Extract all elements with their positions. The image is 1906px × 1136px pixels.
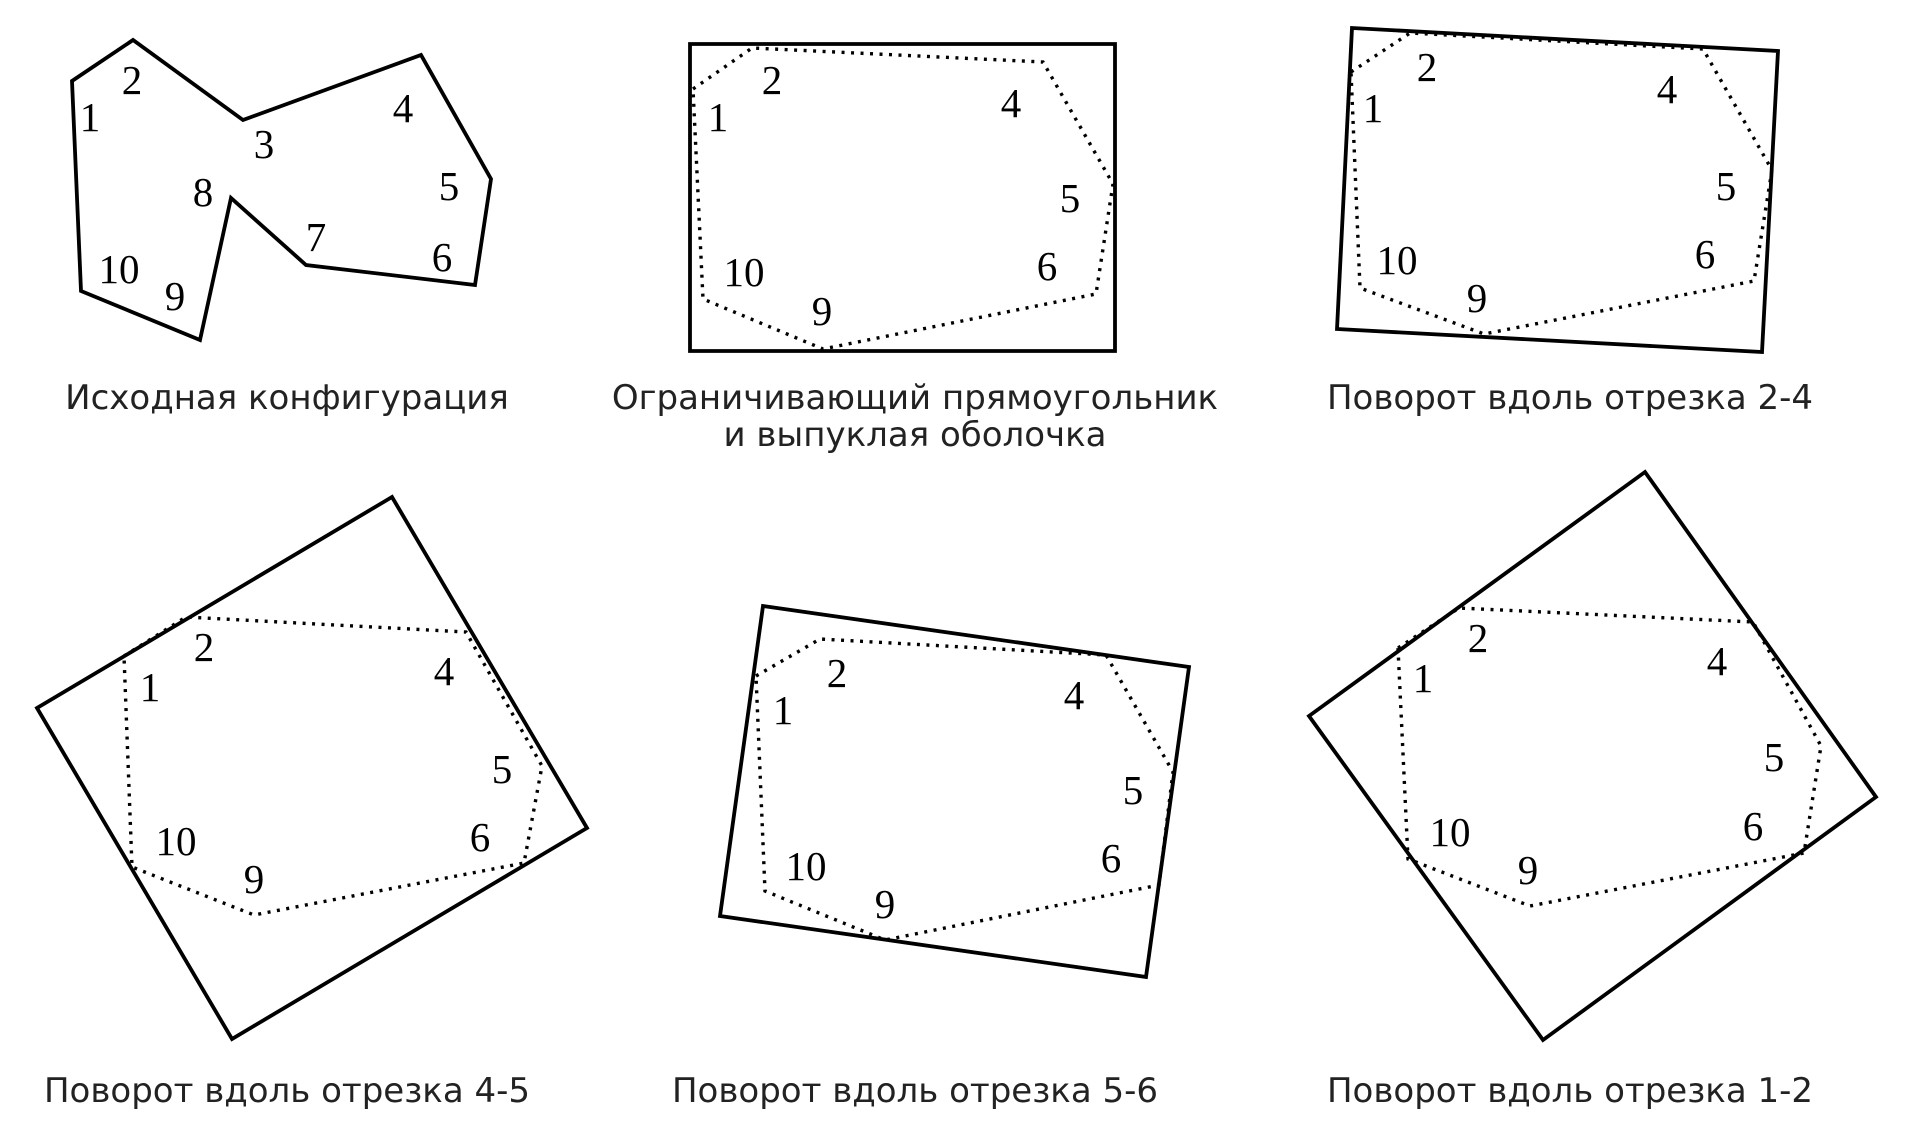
vertex-label-9: 9 [165, 273, 186, 319]
vertex-label-5: 5 [1764, 734, 1785, 780]
caption-line-2: и выпуклая оболочка [723, 415, 1106, 455]
caption-line-1: Поворот вдоль отрезка 4-5 [44, 1071, 530, 1111]
bounding-rectangle [717, 603, 1192, 980]
convex-hull [754, 637, 1175, 942]
vertex-label-1: 1 [708, 94, 729, 140]
caption-line-1: Ограничивающий прямоугольник [612, 378, 1218, 418]
vertex-label-2: 2 [194, 624, 215, 670]
vertex-label-2: 2 [1417, 44, 1438, 90]
vertex-label-6: 6 [1695, 231, 1716, 277]
vertex-label-4: 4 [1001, 80, 1022, 126]
panel-rotation-4-5: 1 2 4 5 6 9 10 Поворот вдоль отрезка 4-5 [34, 494, 590, 1111]
vertex-label-2: 2 [827, 650, 848, 696]
vertex-label-9: 9 [875, 881, 896, 927]
caption-line-1: Поворот вдоль отрезка 2-4 [1327, 378, 1813, 418]
vertex-label-6: 6 [470, 814, 491, 860]
vertex-label-9: 9 [244, 856, 265, 902]
vertex-label-6: 6 [1037, 243, 1058, 289]
vertex-label-9: 9 [1467, 275, 1488, 321]
vertex-label-5: 5 [1060, 175, 1081, 221]
vertex-label-1: 1 [1413, 655, 1434, 701]
vertex-label-5: 5 [1123, 767, 1144, 813]
convex-hull [1396, 606, 1823, 908]
vertex-label-4: 4 [1064, 672, 1085, 718]
caption-line-1: Поворот вдоль отрезка 5-6 [672, 1071, 1158, 1111]
vertex-label-5: 5 [492, 746, 513, 792]
bounding-rectangle [688, 42, 1117, 353]
vertex-label-4: 4 [1657, 66, 1678, 112]
panel-rotation-1-2: 1 2 4 5 6 9 10 Поворот вдоль отрезка 1-2 [1306, 469, 1879, 1111]
vertex-label-4: 4 [393, 85, 414, 131]
vertex-label-4: 4 [1707, 638, 1728, 684]
vertex-label-1: 1 [140, 664, 161, 710]
vertex-label-10: 10 [786, 843, 827, 889]
bounding-rectangle [1306, 469, 1879, 1043]
vertex-label-2: 2 [122, 57, 143, 103]
vertex-label-10: 10 [99, 246, 140, 292]
vertex-label-9: 9 [812, 288, 833, 334]
bounding-rectangle [1335, 25, 1780, 354]
vertex-label-9: 9 [1518, 847, 1539, 893]
vertex-label-10: 10 [1377, 237, 1418, 283]
vertex-label-3: 3 [254, 121, 275, 167]
vertex-label-10: 10 [156, 818, 197, 864]
vertex-label-6: 6 [1743, 803, 1764, 849]
vertex-label-5: 5 [439, 163, 460, 209]
vertex-label-1: 1 [1363, 85, 1384, 131]
panel-rotation-2-4: 1 2 4 5 6 9 10 Поворот вдоль отрезка 2-4 [1327, 25, 1813, 418]
bounding-rectangle [34, 494, 590, 1042]
original-polygon [70, 37, 493, 343]
vertex-label-7: 7 [306, 214, 327, 260]
convex-hull [1349, 31, 1774, 336]
convex-hull [691, 46, 1115, 351]
vertex-label-5: 5 [1716, 163, 1737, 209]
caption-line-1: Исходная конфигурация [65, 378, 509, 418]
panel-rotation-5-6: 1 2 4 5 6 9 10 Поворот вдоль отрезка 5-6 [672, 603, 1192, 1111]
vertex-label-6: 6 [1101, 835, 1122, 881]
vertex-label-10: 10 [1430, 809, 1471, 855]
panel-bounding-rectangle: 1 2 4 5 6 9 10 Ограничивающий прямоуголь… [612, 42, 1218, 455]
vertex-label-1: 1 [80, 94, 101, 140]
vertex-label-2: 2 [1468, 615, 1489, 661]
vertex-label-1: 1 [773, 687, 794, 733]
vertex-label-4: 4 [434, 648, 455, 694]
vertex-label-6: 6 [432, 234, 453, 280]
panel-original-configuration: 1 2 3 4 5 6 7 8 9 10 Исходная конфигурац… [65, 37, 509, 418]
vertex-label-8: 8 [193, 169, 214, 215]
vertex-label-2: 2 [762, 57, 783, 103]
vertex-label-10: 10 [724, 249, 765, 295]
convex-hull [122, 615, 544, 917]
caption-line-1: Поворот вдоль отрезка 1-2 [1327, 1071, 1813, 1111]
